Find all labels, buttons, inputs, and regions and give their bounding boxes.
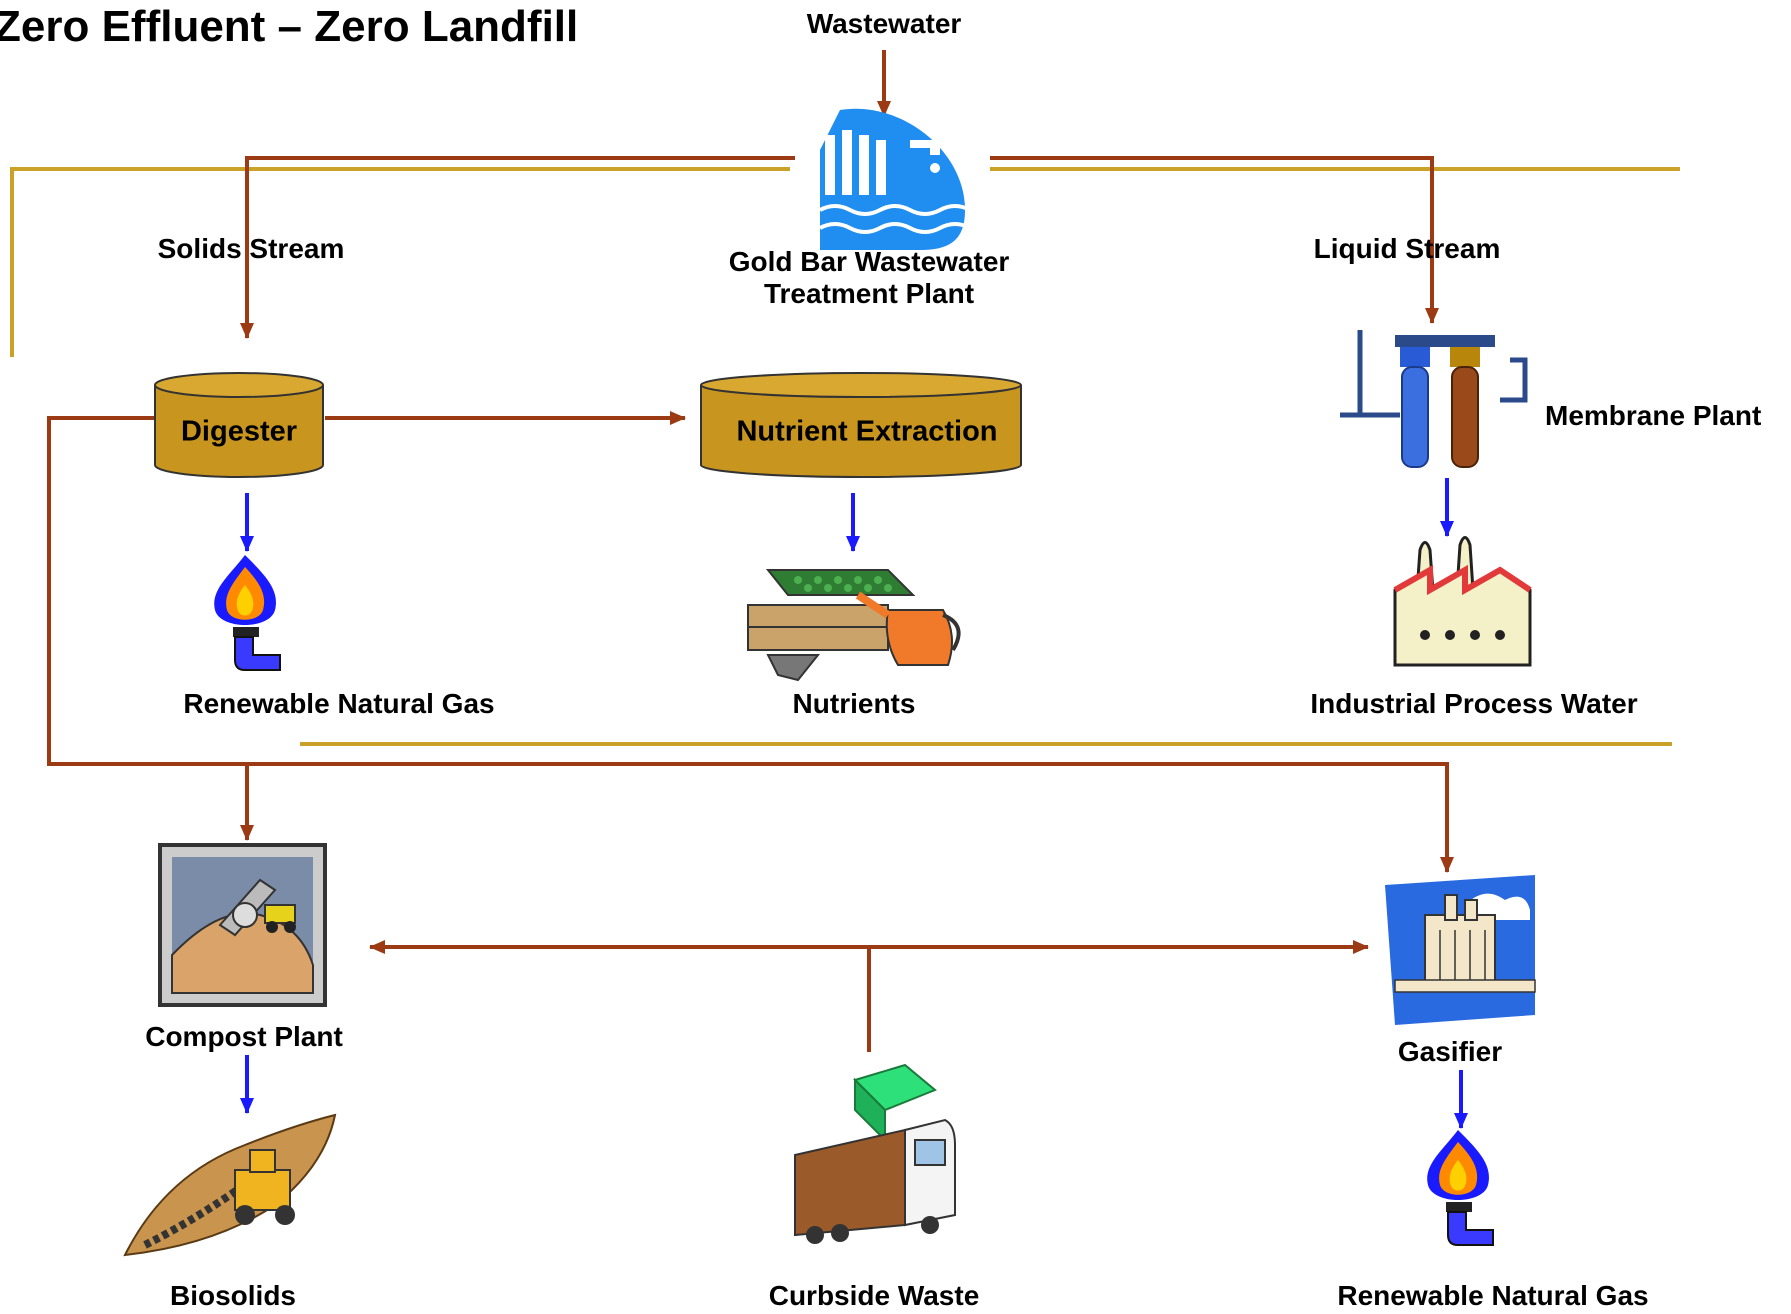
solids-stream-label: Solids Stream xyxy=(157,233,345,264)
liquid-stream-arrow xyxy=(990,156,1439,324)
membrane-plant-label: Membrane Plant xyxy=(1545,400,1762,431)
nutrient-extraction-tank xyxy=(700,372,1022,478)
factory-icon xyxy=(1393,536,1532,667)
rng-label-1: Renewable Natural Gas xyxy=(183,688,495,719)
plant-label: Gold Bar Wastewater Treatment Plant xyxy=(729,246,1010,310)
digester-to-gasifier-arrow xyxy=(47,416,1454,873)
gas-flame-icon xyxy=(1427,1130,1494,1246)
seed-tray-icon xyxy=(747,569,961,682)
nutrients-label: Nutrients xyxy=(792,688,916,719)
page-title: Zero Effluent – Zero Landfill xyxy=(0,2,579,51)
biosolids-label: Biosolids xyxy=(169,1280,297,1311)
rng-label-2: Renewable Natural Gas xyxy=(1337,1280,1649,1311)
plant-label-line2: Treatment Plant xyxy=(763,278,975,310)
water-filter-icon xyxy=(1340,330,1528,468)
curbside-waste-label: Curbside Waste xyxy=(768,1280,980,1311)
garbage-truck-icon xyxy=(794,1063,956,1244)
nutrient-extraction-label: Nutrient Extraction xyxy=(736,415,998,448)
flow-lines xyxy=(47,50,1454,1052)
compost-icon xyxy=(158,843,327,1007)
gasifier-label: Gasifier xyxy=(1397,1036,1503,1067)
wastewater-label: Wastewater xyxy=(806,8,962,39)
output-arrows xyxy=(240,478,1468,1129)
plant-label-line1: Gold Bar Wastewater xyxy=(728,246,1010,277)
liquid-stream-label: Liquid Stream xyxy=(1313,233,1501,264)
power-plant-icon xyxy=(1385,875,1536,1025)
digester-tank xyxy=(154,372,324,478)
gold-line-left xyxy=(10,167,790,357)
wastewater-plant-icon xyxy=(819,108,971,250)
digester-label: Digester xyxy=(180,415,298,448)
industrial-water-label: Industrial Process Water xyxy=(1310,688,1638,719)
compost-plant-label: Compost Plant xyxy=(145,1021,343,1052)
solids-stream-arrow xyxy=(240,156,795,339)
gold-boundary-lines xyxy=(10,167,1680,746)
bulldozer-icon xyxy=(123,1113,337,1257)
gas-flame-icon xyxy=(214,555,281,671)
